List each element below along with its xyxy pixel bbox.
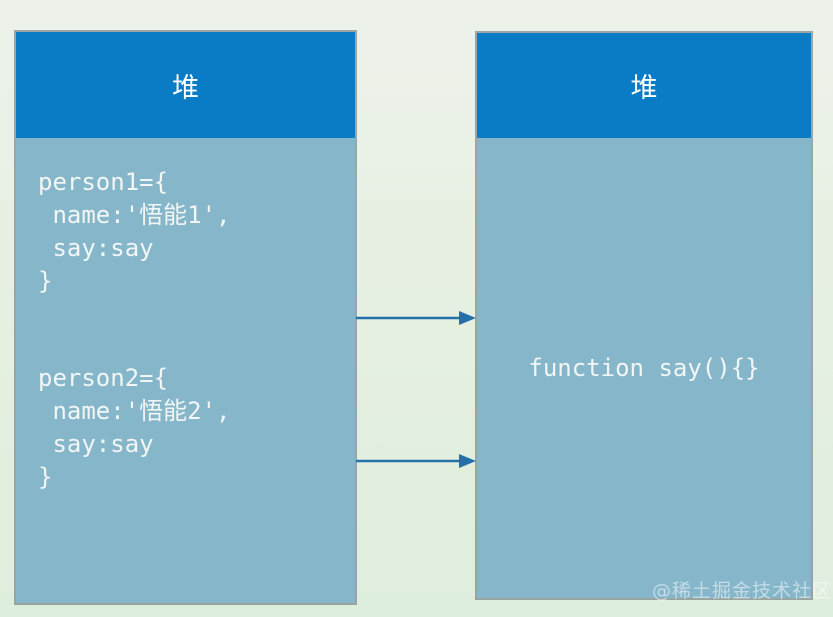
person2-reference-arrow — [356, 454, 476, 468]
person2-object-code: person2={ name:'悟能2', say:say } — [38, 362, 355, 494]
code-line: say:say — [38, 234, 154, 262]
right-heap-body: function say(){} — [477, 138, 811, 598]
person1-object-code: person1={ name:'悟能1', say:say } — [38, 166, 355, 298]
code-line: } — [38, 267, 53, 295]
code-line: name:'悟能1', — [38, 201, 231, 229]
right-heap-box: 堆 function say(){} — [475, 31, 813, 600]
left-heap-box: 堆 person1={ name:'悟能1', say:say } person… — [14, 30, 357, 605]
right-heap-title: 堆 — [477, 33, 811, 138]
left-heap-title: 堆 — [16, 32, 355, 138]
code-line: } — [38, 463, 53, 491]
code-line: person2={ — [38, 364, 169, 392]
left-heap-body: person1={ name:'悟能1', say:say } person2=… — [16, 138, 355, 603]
code-line: person1={ — [38, 168, 169, 196]
code-line: name:'悟能2', — [38, 397, 231, 425]
function-say-code: function say(){} — [528, 354, 760, 382]
code-line: say:say — [38, 430, 154, 458]
juejin-watermark: @稀土掘金技术社区 — [652, 580, 833, 602]
person1-reference-arrow — [356, 311, 476, 325]
